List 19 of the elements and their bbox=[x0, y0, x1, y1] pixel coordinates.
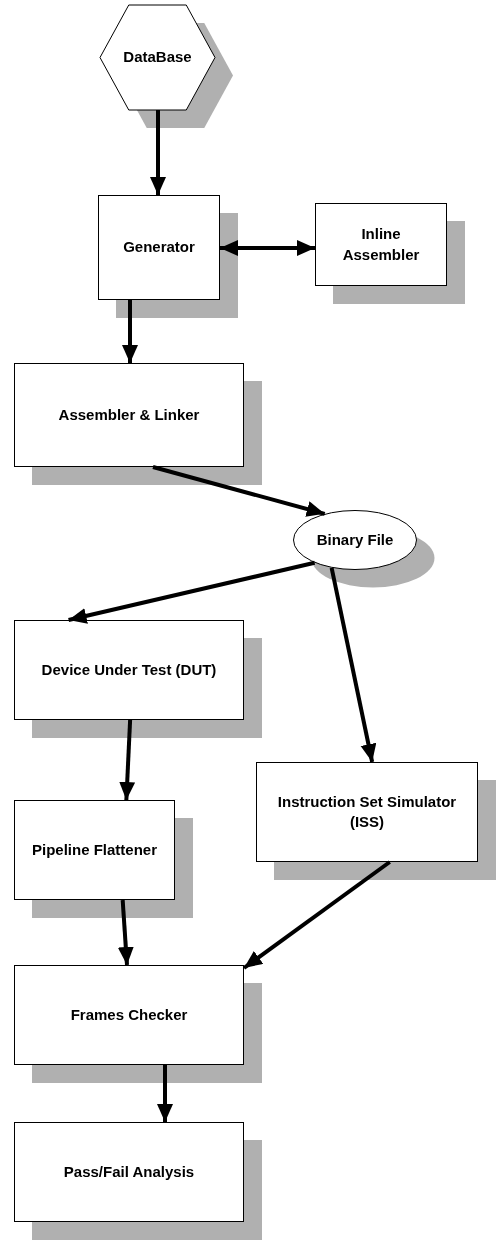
arrow bbox=[122, 300, 138, 363]
node-label: DataBase bbox=[122, 47, 193, 68]
arrow bbox=[220, 240, 315, 256]
arrow bbox=[242, 860, 391, 970]
node-label: Pass/Fail Analysis bbox=[62, 1161, 196, 1182]
node-label: Inline Assembler bbox=[341, 224, 421, 265]
arrow bbox=[157, 1065, 173, 1122]
node-label: Assembler & Linker bbox=[57, 404, 201, 425]
arrow bbox=[119, 719, 136, 801]
node-label: Instruction Set Simulator (ISS) bbox=[276, 791, 458, 832]
node-label: Binary File bbox=[315, 529, 395, 550]
node-label: Frames Checker bbox=[69, 1004, 189, 1025]
arrow bbox=[329, 567, 377, 763]
node-label: Generator bbox=[122, 237, 196, 258]
node-label: Pipeline Flattener bbox=[30, 839, 158, 860]
arrow bbox=[117, 899, 134, 966]
arrow bbox=[68, 560, 316, 624]
arrow bbox=[150, 110, 166, 195]
node-label: Device Under Test (DUT) bbox=[40, 659, 218, 680]
